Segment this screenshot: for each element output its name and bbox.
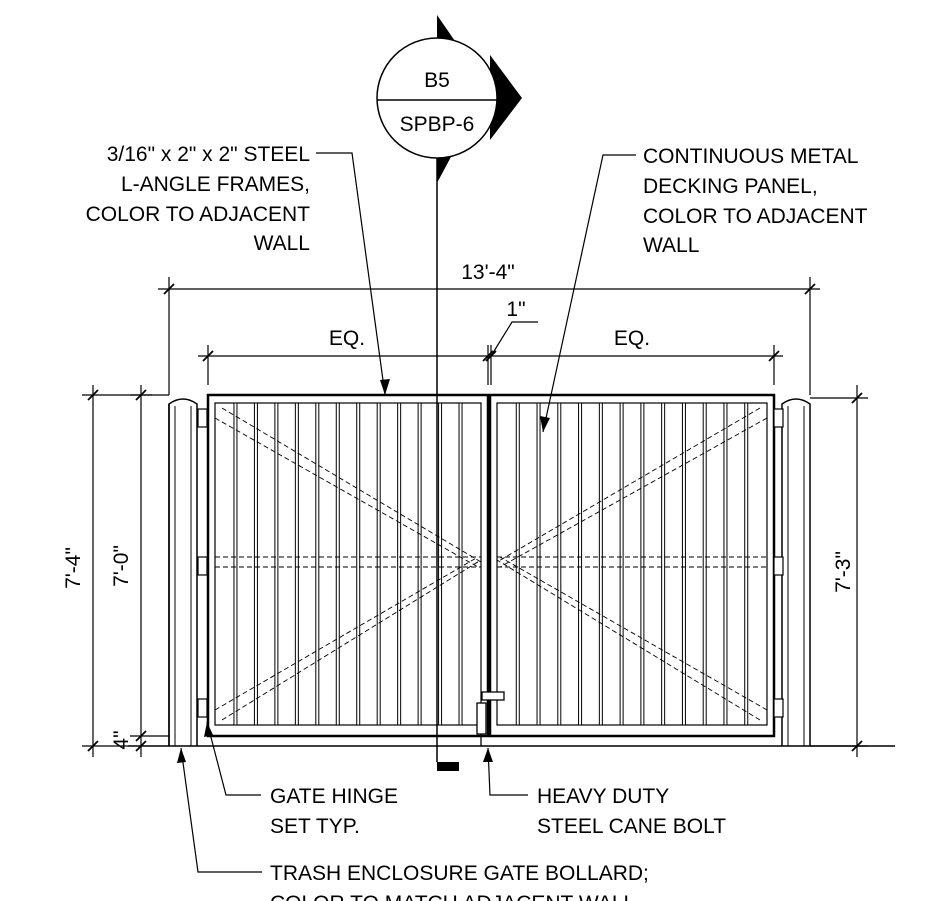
right-picket bbox=[661, 402, 666, 726]
dimension-lines bbox=[82, 277, 868, 757]
hidden-bracing bbox=[214, 407, 768, 721]
left-picket bbox=[458, 402, 463, 726]
overall-height-label: 7'-4" bbox=[62, 547, 85, 589]
gap-label: 1" bbox=[506, 298, 525, 321]
right-brace-line bbox=[499, 417, 768, 568]
right-picket bbox=[619, 402, 624, 726]
hinge-leader-arrow bbox=[204, 722, 213, 737]
left-picket bbox=[315, 402, 320, 726]
note-frames: 3/16" x 2" x 2" STEEL L-ANGLE FRAMES, CO… bbox=[86, 143, 311, 255]
right-picket bbox=[723, 402, 728, 726]
left-gate-leaf bbox=[206, 393, 490, 738]
left-picket bbox=[274, 402, 279, 726]
left-picket bbox=[253, 402, 258, 726]
bolt-leader-arrow bbox=[483, 748, 493, 762]
note-cane-bolt-line-1: HEAVY DUTY bbox=[537, 785, 669, 808]
note-hinge-line-1: GATE HINGE bbox=[270, 785, 398, 808]
left-picket bbox=[376, 402, 381, 726]
right-brace-line bbox=[496, 407, 761, 563]
bollard-leader-arrow bbox=[177, 748, 186, 763]
note-bollard: TRASH ENCLOSURE GATE BOLLARD; COLOR TO M… bbox=[270, 862, 649, 901]
section-marker-bottom-label: SPBP-6 bbox=[400, 113, 475, 136]
note-bollard-line-1: TRASH ENCLOSURE GATE BOLLARD; bbox=[270, 862, 649, 885]
gate-hinges bbox=[197, 408, 784, 718]
note-bollard-line-2: COLOR TO MATCH ADJACENT WALL bbox=[270, 892, 635, 901]
left-picket bbox=[335, 402, 340, 726]
note-frames-line-3: COLOR TO ADJACENT bbox=[86, 203, 311, 226]
section-marker-circle bbox=[376, 37, 498, 159]
left-brace-line bbox=[214, 556, 479, 711]
section-marker: B5 SPBP-6 bbox=[376, 15, 522, 771]
note-cane-bolt: HEAVY DUTY STEEL CANE BOLT bbox=[537, 785, 726, 838]
note-hinge-line-2: SET TYP. bbox=[270, 815, 360, 838]
note-decking-line-3: COLOR TO ADJACENT bbox=[643, 205, 868, 228]
section-marker-top-label: B5 bbox=[424, 69, 450, 92]
left-hinge bbox=[197, 556, 208, 576]
right-picket bbox=[557, 402, 562, 726]
right-hinge bbox=[773, 556, 784, 576]
section-marker-right-arrow bbox=[490, 55, 522, 140]
left-hinge bbox=[197, 698, 208, 718]
cane-bolt bbox=[476, 691, 505, 746]
right-height-label: 7'-3" bbox=[832, 551, 855, 593]
right-hinge bbox=[773, 408, 784, 428]
left-hinge bbox=[197, 408, 208, 428]
note-decking-line-4: WALL bbox=[643, 234, 699, 257]
right-brace-line bbox=[496, 559, 761, 721]
right-picket bbox=[515, 402, 520, 726]
note-frames-line-2: L-ANGLE FRAMES, bbox=[121, 173, 310, 196]
right-brace-line bbox=[499, 556, 768, 711]
right-picket bbox=[536, 402, 541, 726]
right-picket bbox=[578, 402, 583, 726]
left-picket bbox=[356, 402, 361, 726]
right-picket bbox=[681, 402, 686, 726]
right-picket bbox=[640, 402, 645, 726]
left-picket bbox=[417, 402, 422, 726]
note-decking: CONTINUOUS METAL DECKING PANEL, COLOR TO… bbox=[643, 145, 868, 257]
right-picket bbox=[744, 402, 749, 726]
right-bollard bbox=[781, 398, 811, 746]
note-cane-bolt-line-2: STEEL CANE BOLT bbox=[537, 815, 726, 838]
left-brace-line bbox=[221, 407, 482, 563]
leader-lines bbox=[180, 152, 636, 873]
frames-leader-arrow bbox=[380, 379, 390, 395]
left-picket bbox=[438, 402, 443, 726]
left-bollard bbox=[168, 398, 198, 746]
gate-pickets bbox=[233, 402, 749, 726]
left-brace-line bbox=[214, 417, 479, 568]
left-picket bbox=[397, 402, 402, 726]
right-gate-leaf bbox=[488, 393, 776, 738]
left-eq-label: EQ. bbox=[329, 327, 365, 350]
note-decking-line-1: CONTINUOUS METAL bbox=[643, 145, 858, 168]
clearance-label: 4" bbox=[110, 730, 133, 749]
note-hinge: GATE HINGE SET TYP. bbox=[270, 785, 398, 838]
right-hinge bbox=[773, 698, 784, 718]
left-picket bbox=[294, 402, 299, 726]
right-picket bbox=[598, 402, 603, 726]
left-picket bbox=[233, 402, 238, 726]
note-decking-line-2: DECKING PANEL, bbox=[643, 175, 818, 198]
right-eq-label: EQ. bbox=[614, 327, 650, 350]
note-frames-line-4: WALL bbox=[254, 232, 310, 255]
section-cut-end bbox=[437, 762, 459, 771]
right-picket bbox=[702, 402, 707, 726]
decking-leader-arrow bbox=[540, 416, 550, 432]
gate-height-label: 7'-0" bbox=[110, 545, 133, 587]
left-brace-line bbox=[221, 559, 482, 721]
note-frames-line-1: 3/16" x 2" x 2" STEEL bbox=[107, 143, 310, 166]
overall-width-label: 13'-4" bbox=[461, 261, 515, 284]
